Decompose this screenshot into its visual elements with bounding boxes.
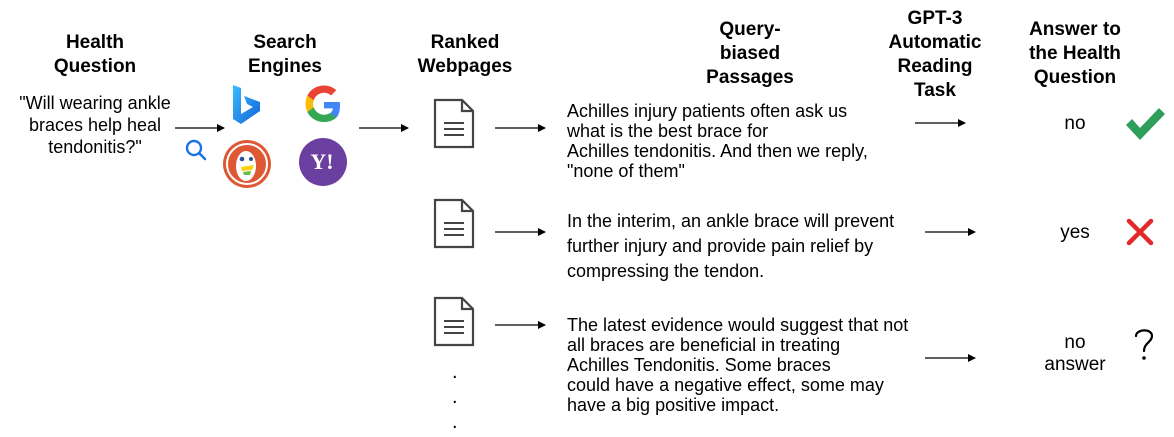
health-question-text: "Will wearing ankle braces help heal ten… [19, 93, 171, 157]
check-icon [1126, 108, 1165, 140]
duckduckgo-logo-icon [223, 140, 271, 188]
ellipsis-dot: . [452, 386, 458, 408]
header-search-engines: Search Engines [248, 32, 322, 77]
header-answer: Answer to the Health Question [1029, 19, 1121, 88]
ellipsis-dot: . [452, 411, 458, 433]
header-query-biased-passages: Query- biased Passages [706, 19, 794, 88]
svg-text:Y!: Y! [310, 149, 333, 174]
bing-logo-icon [233, 85, 260, 124]
google-logo-icon [305, 85, 340, 122]
answer-text: no answer [1044, 332, 1106, 375]
question-icon [1134, 329, 1154, 360]
header-ranked-webpages: Ranked Webpages [417, 32, 513, 77]
webpage-document-icon [433, 198, 475, 249]
header-health-question: Health Question [53, 32, 137, 77]
yahoo-logo-icon: Y! [299, 138, 347, 186]
ellipsis-dot: . [452, 361, 458, 383]
header-gpt3-reading-task: GPT-3 Automatic Reading Task [888, 8, 982, 101]
cross-icon [1126, 218, 1154, 246]
passage-text: In the interim, an ankle brace will prev… [567, 211, 895, 281]
magnifier-icon [185, 139, 207, 161]
webpage-document-icon [433, 98, 475, 149]
passage-text: Achilles injury patients often ask us wh… [567, 101, 868, 181]
passage-text: The latest evidence would suggest that n… [567, 315, 909, 415]
answer-text: yes [1060, 222, 1090, 243]
webpage-document-icon [433, 296, 475, 347]
answer-text: no [1064, 113, 1086, 134]
